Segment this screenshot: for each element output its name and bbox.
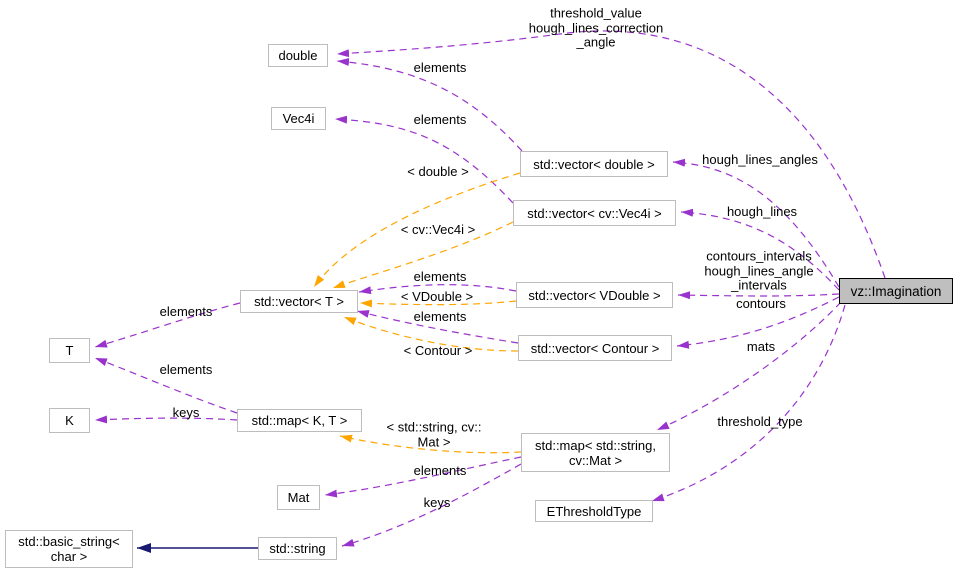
edge-vectort-t-elements xyxy=(94,302,241,348)
edge-vectordouble-double-elements xyxy=(336,58,523,152)
node-vz-imagination[interactable]: vz::Imagination xyxy=(839,278,953,304)
edge-vectorcontour-vectort-template xyxy=(343,316,519,352)
edge-vectorcvvec4i-vec4i-elements xyxy=(334,115,514,204)
node-std-basic-string-char[interactable]: std::basic_string< char > xyxy=(5,530,133,568)
node-ethresholdtype[interactable]: EThresholdType xyxy=(535,500,653,522)
edge-imagination-vectorcontour-contours xyxy=(676,296,840,349)
node-std-vector-t[interactable]: std::vector< T > xyxy=(240,290,358,313)
node-double: double xyxy=(268,44,328,67)
edge-mapstringmat-mapkt-template xyxy=(339,434,522,454)
edge-imagination-double-threshold-value xyxy=(336,30,886,279)
edge-imagination-vectordouble-hough-lines-angles xyxy=(672,158,840,288)
edge-imagination-ethresholdtype-threshold-type xyxy=(651,304,846,502)
edge-imagination-vectorvdouble-contours-intervals xyxy=(677,291,840,300)
edge-imagination-vectorcvvec4i-hough-lines xyxy=(680,208,840,291)
node-t: T xyxy=(49,338,90,363)
node-std-string[interactable]: std::string xyxy=(258,537,337,560)
edge-vectorvdouble-vectort-elements xyxy=(358,284,517,295)
edge-mapstringmat-string-keys xyxy=(341,463,522,547)
node-std-map-string-cvmat[interactable]: std::map< std::string, cv::Mat > xyxy=(521,433,670,472)
node-std-vector-contour[interactable]: std::vector< Contour > xyxy=(518,335,672,361)
node-std-vector-double[interactable]: std::vector< double > xyxy=(520,151,668,177)
edge-mapkt-t-elements xyxy=(94,357,238,414)
node-vec4i: Vec4i xyxy=(271,107,326,130)
node-std-vector-vdouble[interactable]: std::vector< VDouble > xyxy=(516,282,673,308)
node-std-vector-cv-vec4i[interactable]: std::vector< cv::Vec4i > xyxy=(513,200,676,226)
edge-imagination-mapstringmat-mats xyxy=(656,301,842,431)
edge-vectorcontour-vectort-elements xyxy=(356,310,519,344)
edge-mapstringmat-mat-elements xyxy=(324,456,522,498)
node-std-map-k-t[interactable]: std::map< K, T > xyxy=(237,409,362,432)
edge-vectorvdouble-vectort-template xyxy=(359,299,517,308)
edge-vectordouble-vectort-template xyxy=(313,172,521,288)
edge-mapkt-k-keys xyxy=(94,415,238,424)
edge-vectorcvvec4i-vectort-template xyxy=(332,221,514,289)
node-k: K xyxy=(49,408,90,433)
node-mat: Mat xyxy=(277,485,320,510)
